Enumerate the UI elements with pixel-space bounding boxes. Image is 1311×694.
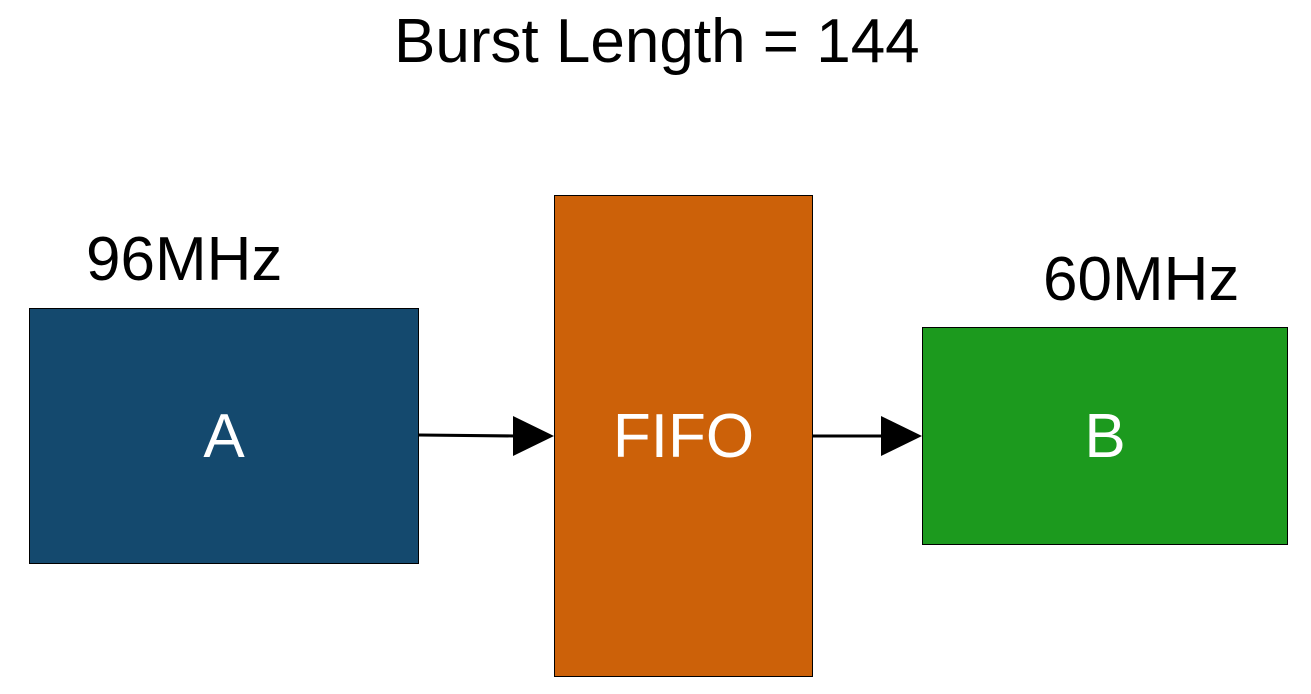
block-b-label: B <box>1084 401 1126 471</box>
arrow-fifo-to-b <box>813 416 922 456</box>
block-a-label: A <box>203 401 245 471</box>
fifo-label: FIFO <box>612 401 755 471</box>
clock-label-a: 96MHz <box>86 225 283 294</box>
fifo-block: FIFO <box>554 195 813 677</box>
block-a: A <box>29 308 419 564</box>
block-b: B <box>922 327 1288 545</box>
arrow-a-to-fifo <box>418 416 554 456</box>
diagram-title: Burst Length = 144 <box>394 7 920 76</box>
clock-label-b: 60MHz <box>1043 245 1240 314</box>
